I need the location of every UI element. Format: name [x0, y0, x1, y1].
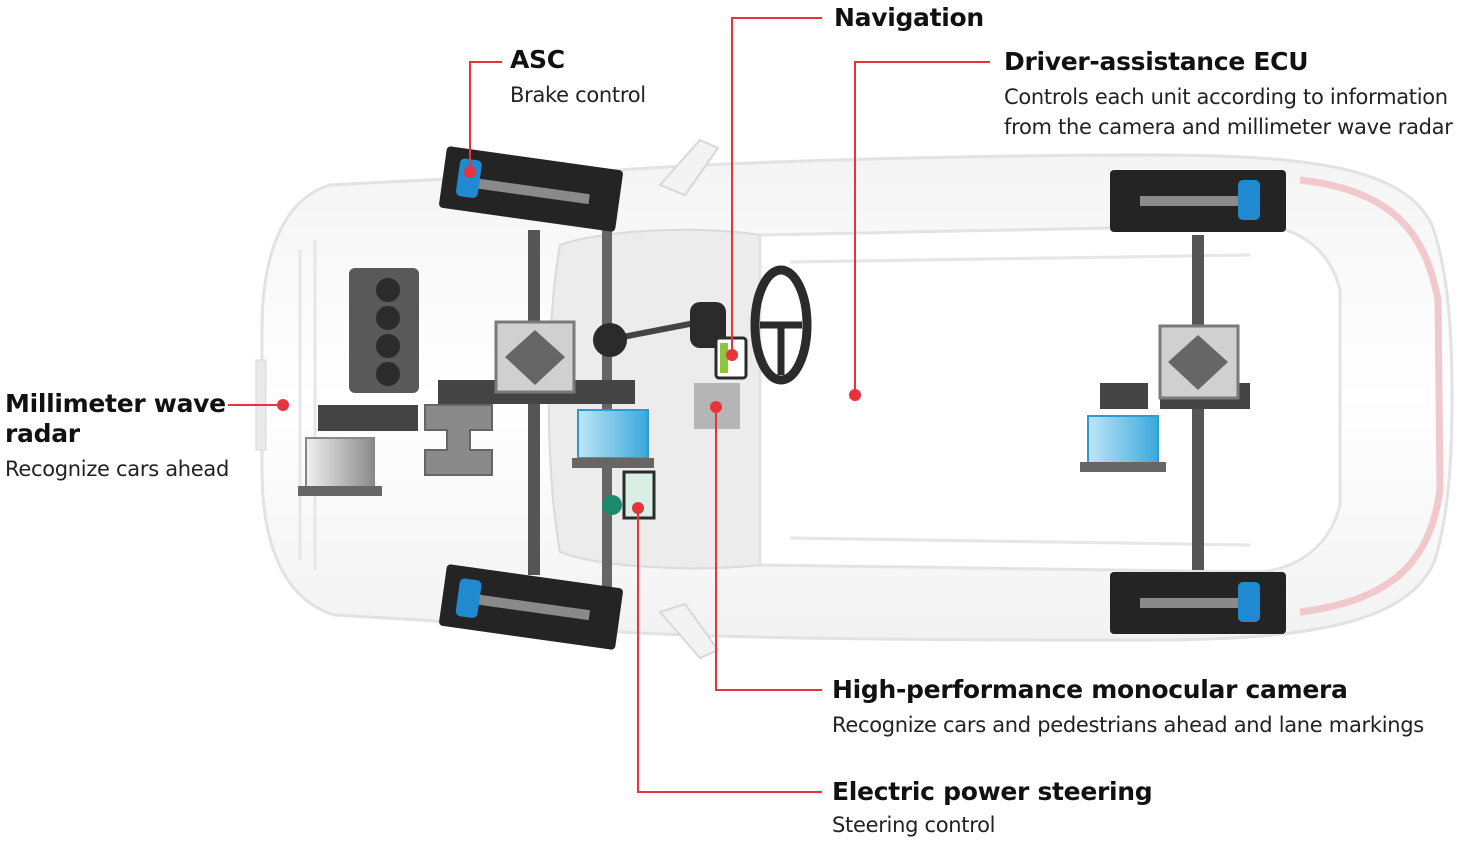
eps-desc: Steering control — [832, 813, 996, 837]
steering-wheel — [593, 265, 812, 385]
camera-marker — [710, 401, 722, 413]
radar-desc: Recognize cars ahead — [5, 457, 230, 481]
rear-motor-unit — [1080, 415, 1166, 472]
navigation-title: Navigation — [834, 3, 984, 32]
leader-lines — [228, 17, 990, 793]
engine-block — [349, 268, 419, 393]
front-left-wheel — [439, 146, 623, 232]
eps-unit — [602, 470, 656, 520]
rear-right-wheel — [1110, 572, 1286, 634]
ecu-marker — [849, 389, 861, 401]
rear-differential — [1158, 324, 1240, 400]
generator-unit — [298, 437, 382, 496]
front-right-wheel — [439, 564, 623, 650]
navigation-leader-line — [731, 17, 822, 355]
marker-dots — [277, 166, 861, 514]
camera-desc: Recognize cars and pedestrians ahead and… — [832, 713, 1424, 737]
navigation-marker — [726, 349, 738, 361]
ecu-desc-line1: Controls each unit according to informat… — [1004, 85, 1448, 109]
asc-desc: Brake control — [510, 83, 646, 107]
camera-title: High-performance monocular camera — [832, 675, 1348, 704]
asc-marker — [464, 166, 476, 178]
eps-title: Electric power steering — [832, 777, 1153, 806]
asc-title: ASC — [510, 45, 565, 74]
ecu-desc-line2: from the camera and millimeter wave rada… — [1004, 115, 1453, 139]
camera-leader-line — [715, 407, 822, 691]
eps-leader-line — [637, 508, 822, 793]
transmission — [424, 404, 493, 476]
eps-marker — [632, 502, 644, 514]
front-differential — [494, 320, 576, 394]
front-motor-unit — [572, 409, 654, 468]
radar-marker — [277, 399, 289, 411]
radar-title-line1: Millimeter wave — [5, 389, 226, 418]
ecu-leader-line — [854, 61, 990, 395]
rear-left-wheel — [1110, 170, 1286, 232]
radar-title-line2: radar — [5, 419, 80, 448]
ecu-title: Driver-assistance ECU — [1004, 47, 1309, 76]
asc-leader-line — [469, 61, 502, 172]
